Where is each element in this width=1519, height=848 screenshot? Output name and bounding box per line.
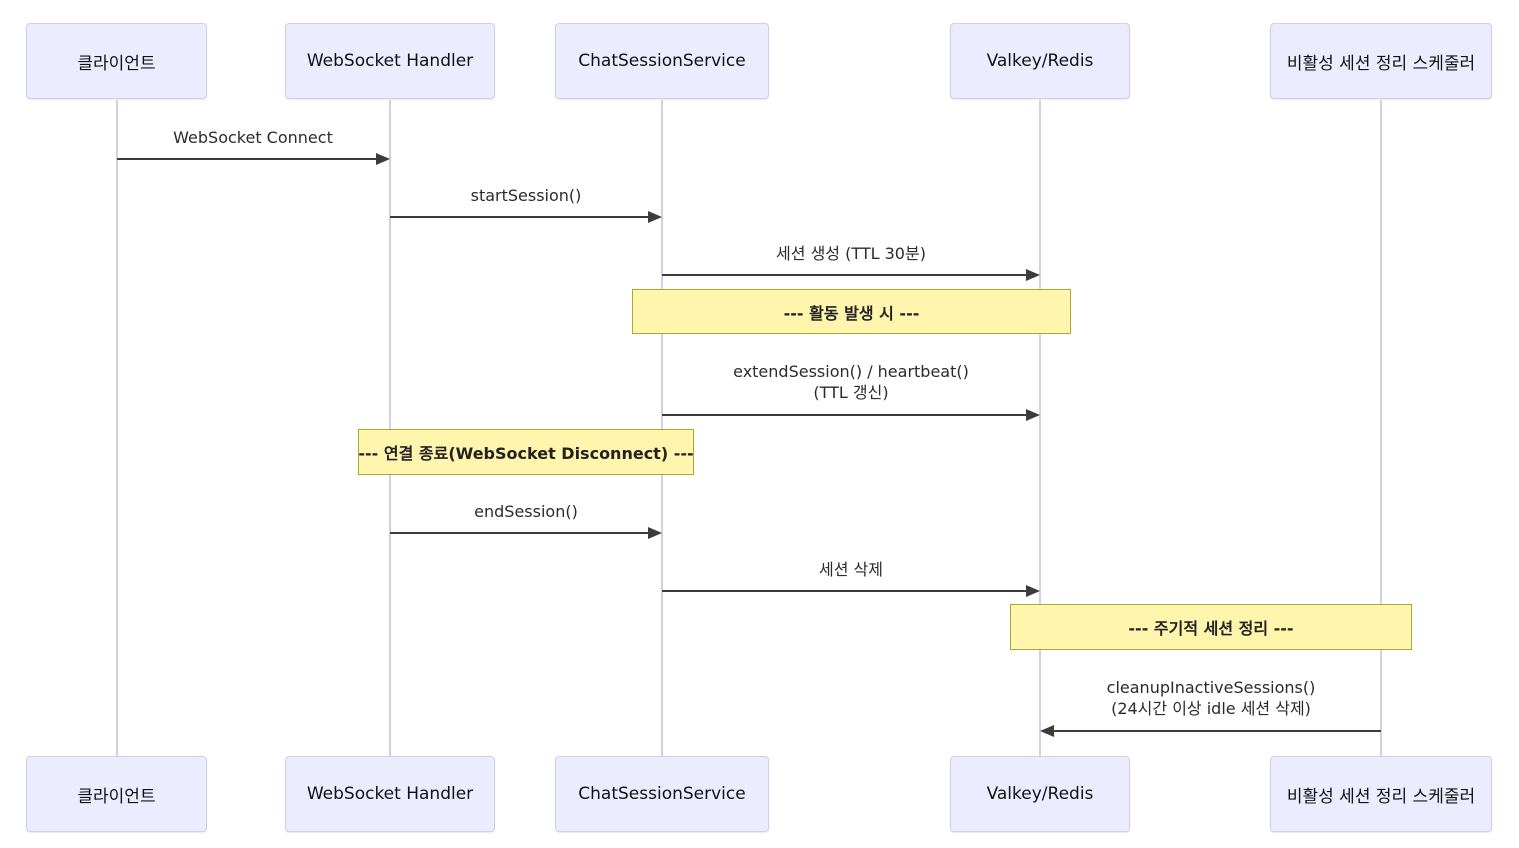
message-delete-session-arrowhead <box>1026 585 1040 597</box>
message-extend-session-label-line1: extendSession() / heartbeat() <box>733 362 969 381</box>
message-websocket-connect-arrowhead <box>376 153 390 165</box>
actor-top-cleanup-scheduler: 비활성 세션 정리 스케줄러 <box>1270 23 1492 99</box>
message-create-session-line <box>662 274 1038 276</box>
actor-bottom-client: 클라이언트 <box>26 756 207 832</box>
message-start-session-line <box>390 216 660 218</box>
message-end-session-arrowhead <box>648 527 662 539</box>
lifeline-chat-session-service <box>661 100 663 757</box>
note-activity-occurs: --- 활동 발생 시 --- <box>632 289 1071 334</box>
note-connection-close: --- 연결 종료(WebSocket Disconnect) --- <box>358 429 694 475</box>
lifeline-valkey-redis <box>1039 100 1041 757</box>
message-cleanup-inactive-sessions-line <box>1042 730 1381 732</box>
actor-bottom-chat-session-service: ChatSessionService <box>555 756 769 832</box>
message-cleanup-inactive-sessions-label-line1: cleanupInactiveSessions() <box>1106 678 1316 697</box>
message-cleanup-inactive-sessions-arrowhead <box>1040 725 1054 737</box>
lifeline-cleanup-scheduler <box>1380 100 1382 757</box>
actor-bottom-cleanup-scheduler: 비활성 세션 정리 스케줄러 <box>1270 756 1492 832</box>
lifeline-client <box>116 100 118 757</box>
message-end-session-line <box>390 532 660 534</box>
actor-top-chat-session-service: ChatSessionService <box>555 23 769 99</box>
message-create-session-label: 세션 생성 (TTL 30분) <box>776 244 926 263</box>
message-cleanup-inactive-sessions-label-line2: (24시간 이상 idle 세션 삭제) <box>1111 699 1311 718</box>
message-delete-session-label: 세션 삭제 <box>819 560 883 579</box>
message-create-session-arrowhead <box>1026 269 1040 281</box>
message-extend-session-arrowhead <box>1026 409 1040 421</box>
actor-bottom-websocket-handler: WebSocket Handler <box>285 756 495 832</box>
actor-bottom-valkey-redis: Valkey/Redis <box>950 756 1130 832</box>
message-extend-session-label: extendSession() / heartbeat() (TTL 갱신) <box>733 361 969 403</box>
message-start-session-arrowhead <box>648 211 662 223</box>
message-extend-session-label-line2: (TTL 갱신) <box>813 383 889 402</box>
message-websocket-connect-label: WebSocket Connect <box>173 128 333 147</box>
message-cleanup-inactive-sessions-label: cleanupInactiveSessions() (24시간 이상 idle … <box>1107 677 1316 719</box>
note-periodic-cleanup: --- 주기적 세션 정리 --- <box>1010 604 1412 650</box>
lifeline-websocket-handler <box>389 100 391 757</box>
message-websocket-connect-line <box>117 158 388 160</box>
message-extend-session-line <box>662 414 1038 416</box>
actor-top-websocket-handler: WebSocket Handler <box>285 23 495 99</box>
message-delete-session-line <box>662 590 1038 592</box>
actor-top-valkey-redis: Valkey/Redis <box>950 23 1130 99</box>
actor-top-client: 클라이언트 <box>26 23 207 99</box>
message-start-session-label: startSession() <box>470 186 582 205</box>
message-end-session-label: endSession() <box>474 502 578 521</box>
